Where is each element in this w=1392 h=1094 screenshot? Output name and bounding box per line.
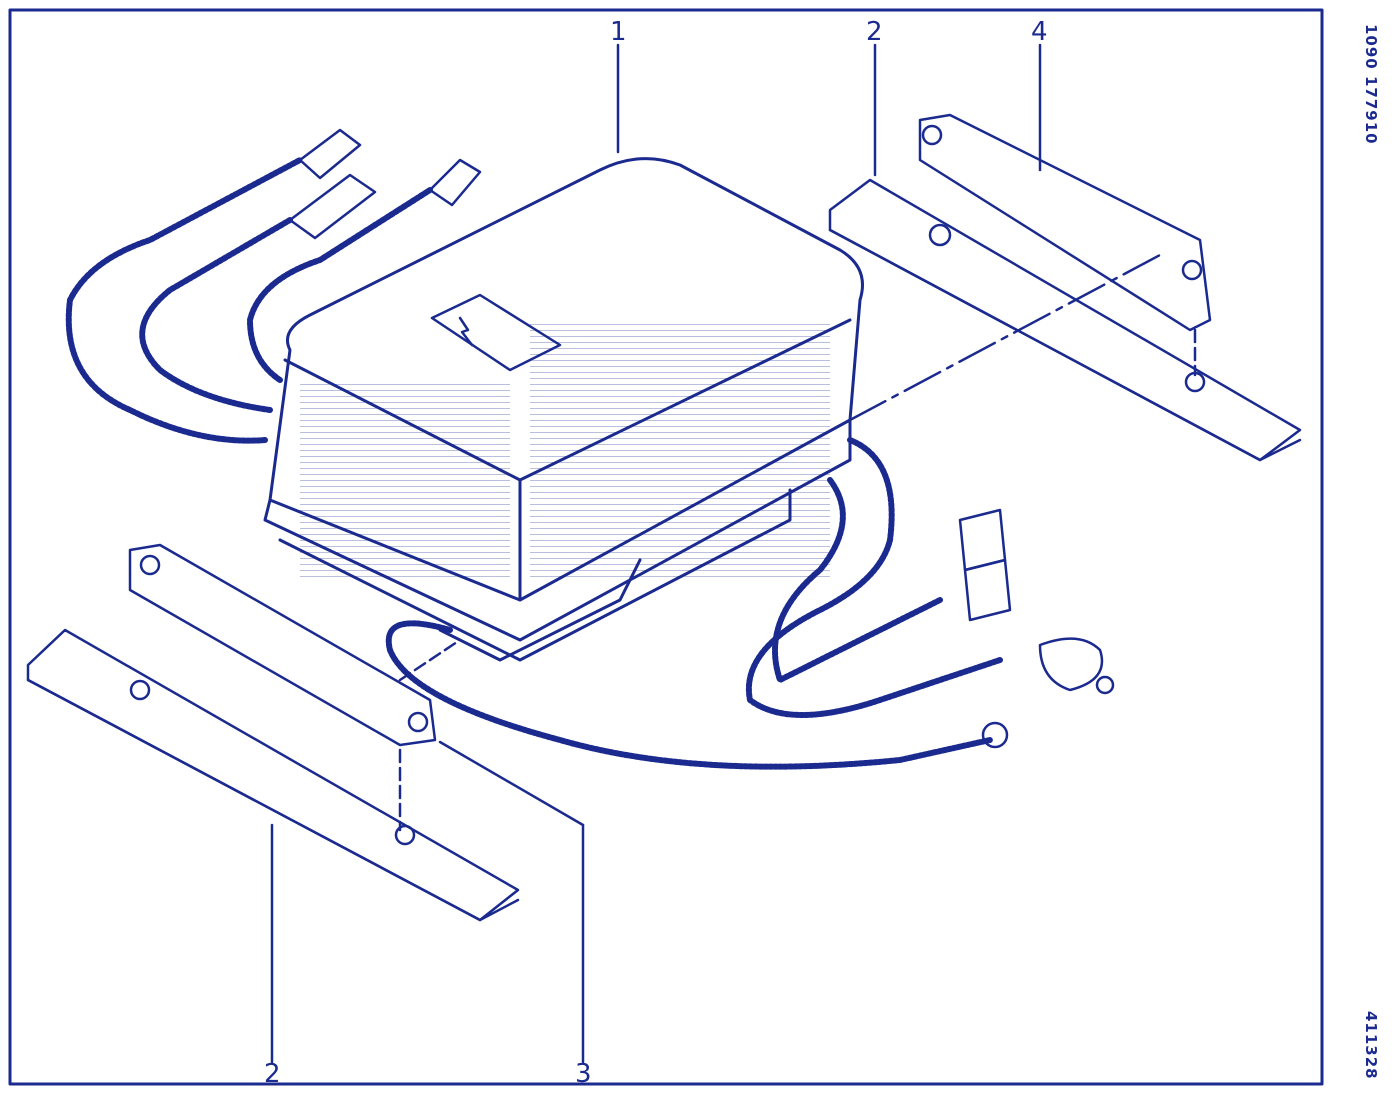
power-unit	[263, 157, 864, 662]
callout-3: 3	[575, 1059, 592, 1089]
rail-top	[828, 178, 1302, 462]
warning-label	[430, 293, 562, 372]
callout-2-bottom: 2	[264, 1059, 281, 1089]
cables	[65, 157, 1003, 770]
callout-1: 1	[610, 17, 627, 47]
callout-4: 4	[1031, 17, 1048, 47]
connectors	[288, 128, 1115, 749]
leader-lines	[270, 43, 1197, 1064]
border-frame	[8, 8, 1324, 1086]
drawing-reference-bottom: 411328	[1362, 1011, 1380, 1080]
bracket-bottom	[128, 543, 437, 747]
drawing-reference-top: 1090 177910	[1362, 24, 1380, 145]
rail-bottom	[26, 628, 520, 922]
callout-2-top: 2	[866, 17, 883, 47]
bracket-top	[918, 113, 1212, 332]
